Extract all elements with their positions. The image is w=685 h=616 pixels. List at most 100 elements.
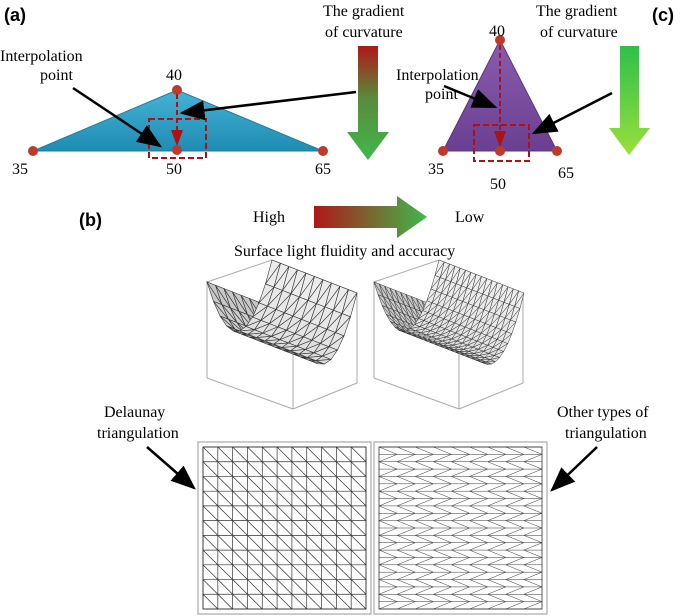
mesh-line — [415, 498, 434, 507]
mesh-line — [505, 476, 524, 485]
mesh-line — [321, 446, 337, 462]
mesh-line — [451, 461, 470, 470]
mesh-line — [262, 461, 278, 477]
mesh-line — [217, 461, 233, 477]
surface-facet — [486, 361, 496, 365]
mesh-line — [397, 483, 416, 492]
panel-c-gradient-pointer — [531, 91, 613, 135]
mesh-line — [415, 527, 434, 536]
mesh-line — [378, 446, 398, 455]
mesh-line — [469, 527, 488, 536]
mesh-line — [202, 461, 219, 477]
mesh-line — [487, 446, 506, 455]
mesh-line — [505, 571, 524, 580]
mesh-line — [350, 594, 367, 610]
mesh-line — [217, 446, 233, 462]
mesh-line — [397, 571, 416, 580]
mesh-line — [523, 468, 543, 477]
panel-c-interp-label-line2: point — [425, 86, 458, 103]
delaunay-arrow — [146, 446, 196, 490]
mesh-line — [397, 505, 416, 514]
mesh-line — [378, 549, 398, 558]
mesh-line — [276, 505, 293, 521]
panel-c-gradient-label-line1: The gradient — [536, 3, 618, 20]
mesh-line — [397, 498, 416, 507]
surface-facet — [493, 350, 505, 358]
scale-high-label: High — [253, 209, 285, 226]
mesh-line — [451, 505, 470, 514]
mesh-line — [415, 476, 434, 485]
mesh-line — [378, 535, 398, 543]
mesh-line — [505, 490, 524, 499]
mesh-line — [202, 505, 219, 521]
panel-a-gradient-arrow — [347, 46, 389, 160]
mesh-line — [505, 557, 524, 566]
mesh-line — [523, 527, 543, 536]
mesh-line — [397, 564, 416, 573]
mesh-line — [321, 535, 337, 551]
mesh-line — [451, 483, 470, 492]
mesh-line — [523, 535, 543, 543]
panel-a-vertex-left — [28, 146, 38, 156]
other-label-line1: Other types of — [557, 404, 649, 421]
mesh-line — [523, 557, 543, 566]
panel-b-caption: Surface light fluidity and accuracy — [234, 243, 455, 260]
mesh-line — [306, 535, 322, 551]
mesh-line — [523, 454, 543, 462]
mesh-line — [487, 468, 506, 477]
mesh-line — [469, 476, 488, 485]
mesh-line — [487, 542, 506, 551]
mesh-line — [378, 483, 398, 492]
panel-a-tag: (a) — [4, 5, 26, 25]
mesh-line — [232, 476, 248, 492]
other-mesh — [373, 441, 548, 615]
mesh-line — [336, 564, 352, 580]
mesh-line — [469, 498, 488, 507]
mesh-line — [469, 505, 488, 514]
mesh-line — [291, 476, 307, 492]
panel-a-value-left: 35 — [12, 161, 28, 178]
mesh-line — [378, 513, 398, 521]
mesh-line — [202, 446, 219, 462]
mesh-line — [523, 446, 543, 455]
mesh-line — [202, 579, 219, 595]
panel-a-gradient-pointer — [179, 90, 357, 121]
mesh-line — [397, 461, 416, 470]
other-arrow — [550, 446, 598, 492]
mesh-line — [247, 490, 263, 507]
mesh-line — [378, 586, 398, 595]
mesh-line — [378, 476, 398, 485]
mesh-line — [469, 586, 488, 595]
mesh-line — [505, 520, 524, 529]
mesh-line — [415, 557, 434, 566]
mesh-line — [306, 594, 322, 610]
mesh-line — [415, 520, 434, 529]
mesh-line — [469, 594, 488, 602]
mesh-line — [232, 461, 248, 477]
panel-c-value-top: 40 — [489, 23, 505, 40]
mesh-line — [202, 535, 219, 551]
mesh-line — [505, 579, 524, 588]
mesh-line — [232, 579, 248, 595]
mesh-line — [350, 461, 367, 477]
mesh-line — [276, 476, 293, 492]
panel-a-vertex-top — [172, 85, 182, 95]
mesh-line — [505, 461, 524, 470]
mesh-line — [397, 594, 416, 602]
mesh-line — [397, 520, 416, 529]
panel-a-gradient-label-line2: of curvature — [325, 24, 403, 41]
mesh-line — [336, 579, 352, 595]
mesh-line — [247, 461, 263, 477]
mesh-line — [378, 468, 398, 477]
delaunay-label-line2: triangulation — [97, 425, 179, 442]
mesh-line — [523, 542, 543, 551]
mesh-line — [232, 594, 248, 610]
panel-c-vertex-left — [438, 146, 448, 156]
surface-facet — [328, 334, 345, 351]
mesh-line — [262, 520, 278, 536]
mesh-line — [433, 468, 452, 477]
mesh-line — [336, 476, 352, 492]
mesh-line — [469, 557, 488, 566]
mesh-line — [217, 535, 233, 551]
mesh-line — [505, 454, 524, 462]
